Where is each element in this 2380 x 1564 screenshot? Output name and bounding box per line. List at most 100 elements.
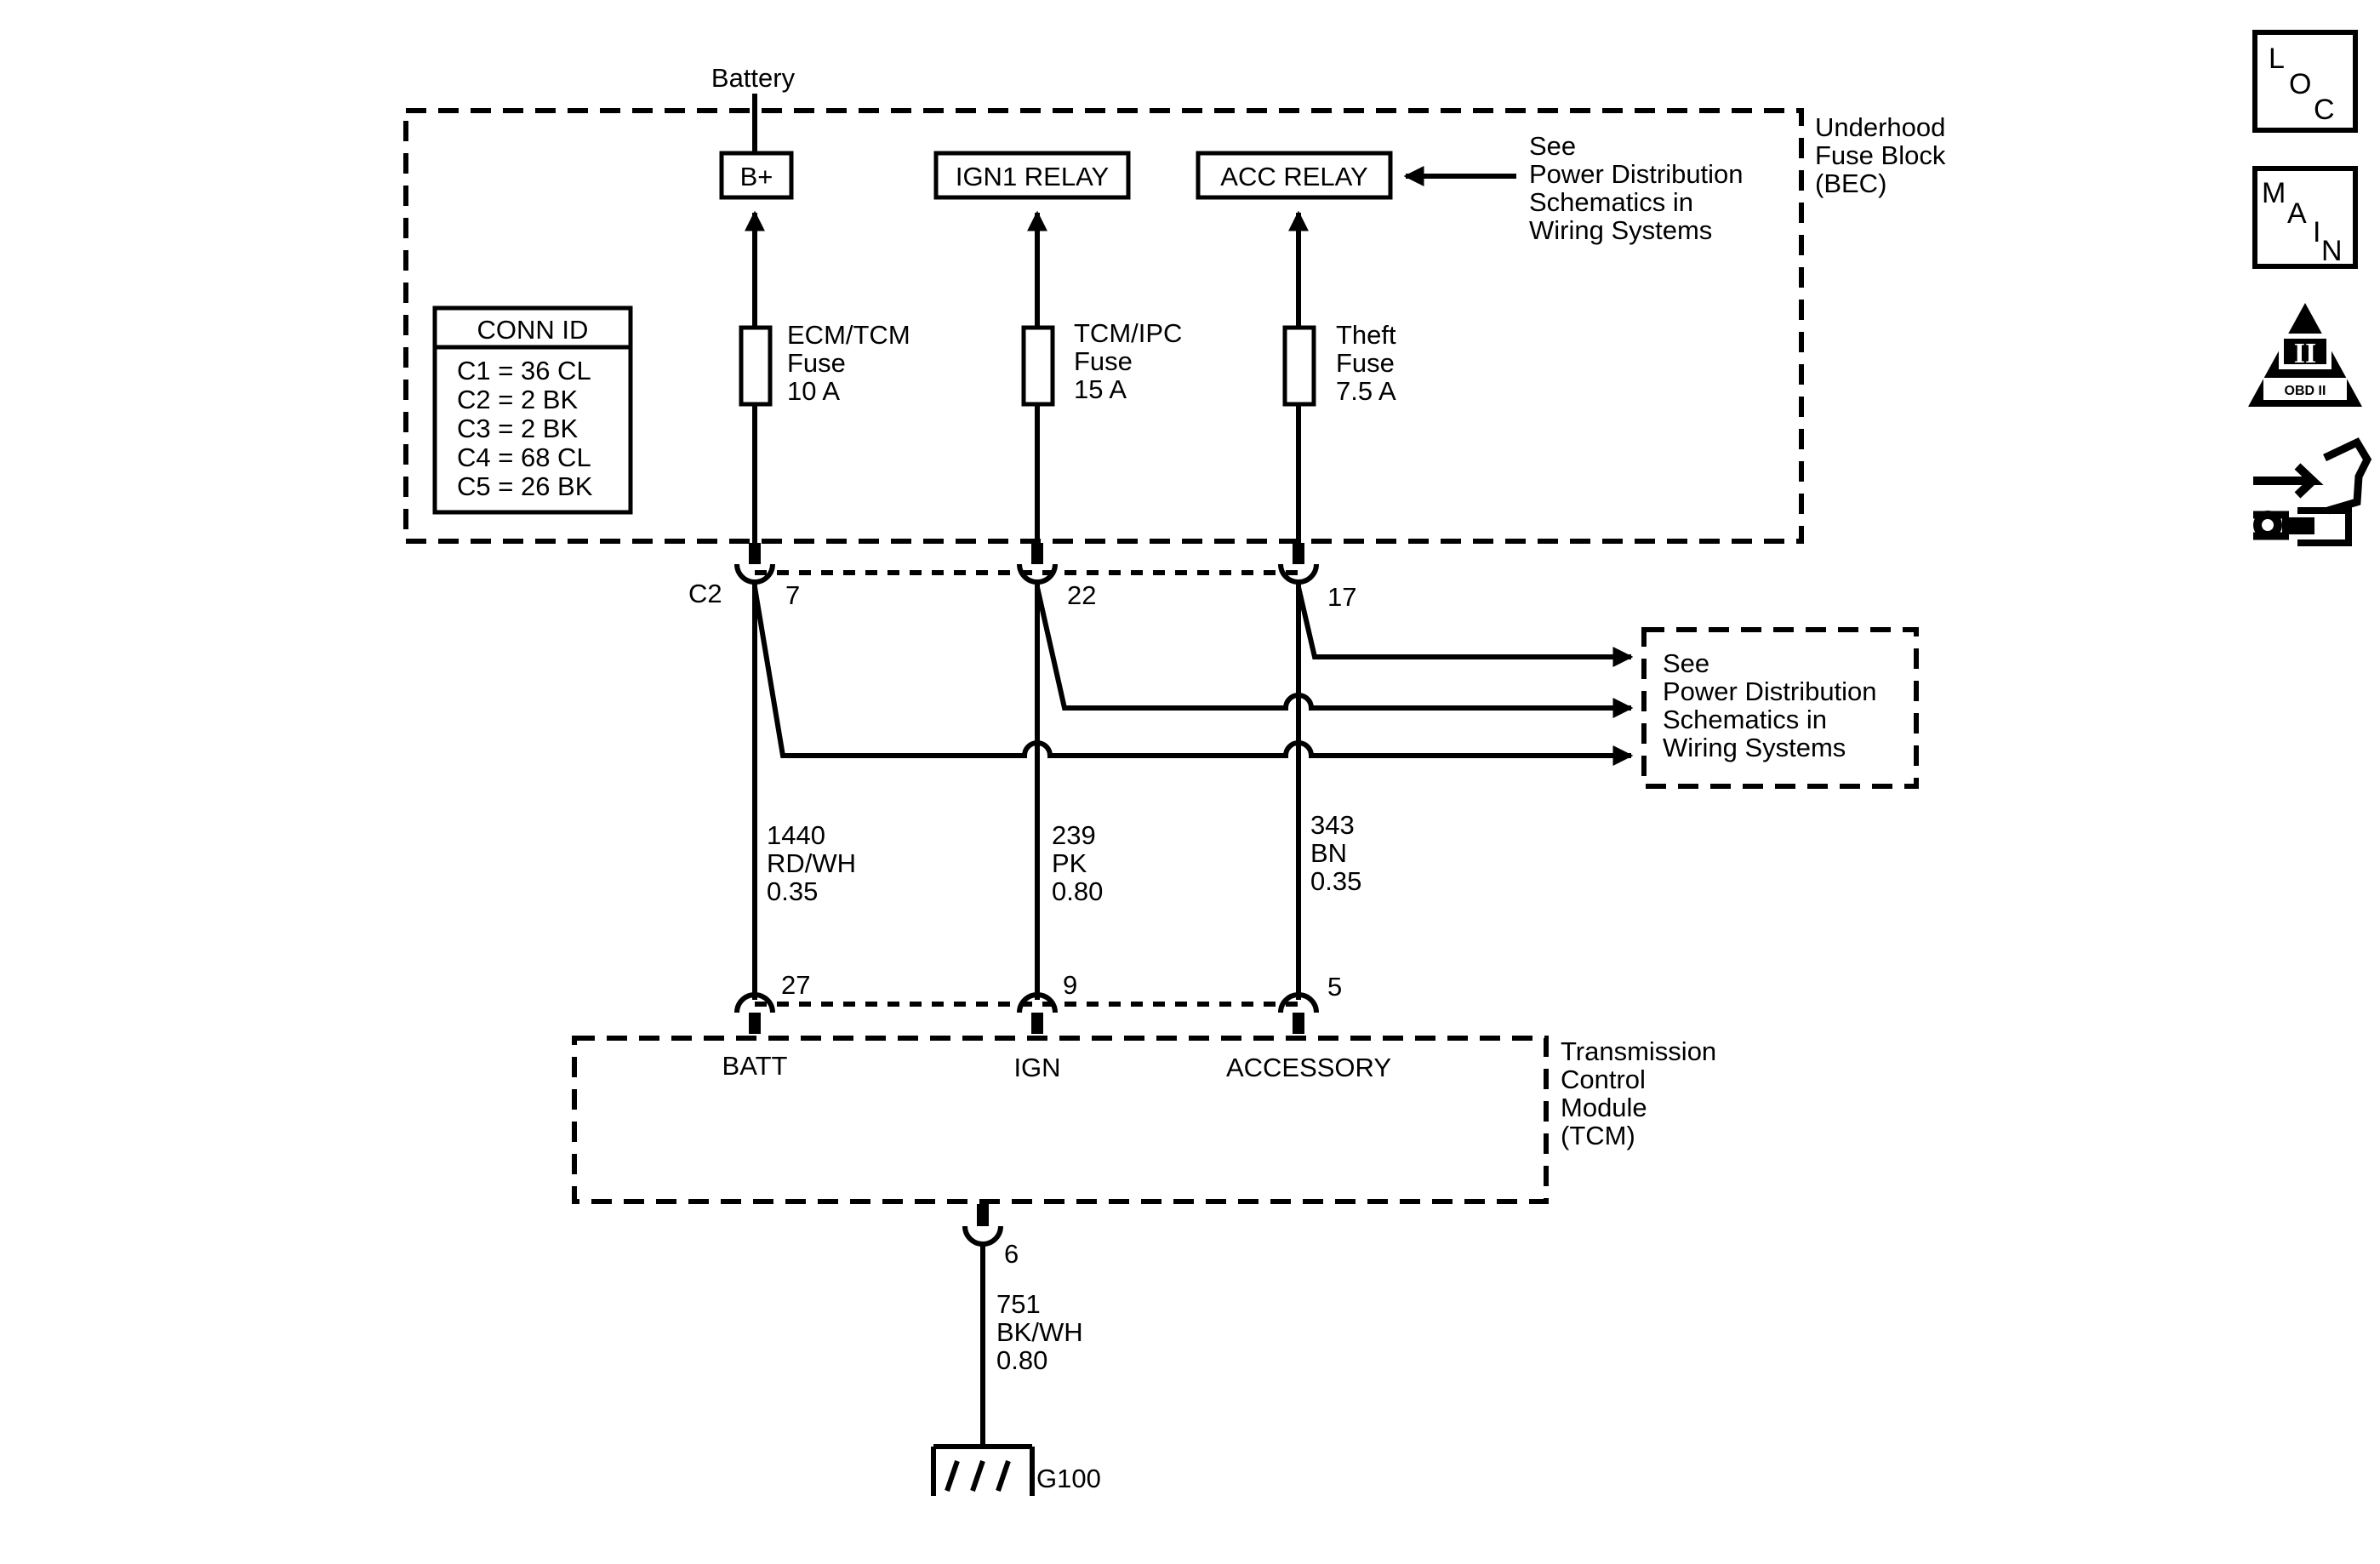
svg-text:15 A: 15 A: [1074, 374, 1127, 404]
conn-id-row: C3 = 2 BK: [457, 414, 578, 443]
svg-text:Schematics in: Schematics in: [1529, 187, 1693, 217]
svg-text:See: See: [1529, 131, 1576, 161]
svg-text:Fuse: Fuse: [787, 348, 846, 378]
tcm-pin-9: 9: [1063, 970, 1077, 1000]
conn-id-row: C1 = 36 CL: [457, 356, 591, 385]
fuse-ecm-tcm-label: ECM/TCM Fuse 10 A: [787, 320, 910, 406]
svg-text:A: A: [2287, 197, 2307, 230]
connector-repair-icon[interactable]: [2253, 437, 2372, 546]
c2-pin-17: 17: [1327, 582, 1356, 612]
fuse-block-see-note: See Power Distribution Schematics in Wir…: [1529, 131, 1744, 245]
fuse-theft-label: Theft Fuse 7.5 A: [1336, 320, 1396, 406]
tcm-pin-27: 27: [781, 970, 810, 1000]
svg-text:Fuse Block: Fuse Block: [1815, 140, 1946, 170]
conn-id-table: CONN ID C1 = 36 CL C2 = 2 BK C3 = 2 BK C…: [432, 305, 633, 515]
wire-239-label: 239 PK 0.80: [1052, 820, 1103, 906]
svg-text:7.5 A: 7.5 A: [1336, 376, 1396, 406]
fuse-tcm-ipc-label: TCM/IPC Fuse 15 A: [1074, 318, 1182, 404]
tcm-ground-pin-number: 6: [1004, 1239, 1019, 1269]
ign1-relay-terminal: IGN1 RELAY: [933, 151, 1131, 200]
fuse-block-title: Underhood Fuse Block (BEC): [1815, 112, 1946, 198]
conn-id-row: C2 = 2 BK: [457, 385, 578, 414]
svg-text:O: O: [2289, 68, 2311, 100]
tcm-terminal-batt: BATT: [722, 1051, 788, 1081]
branch-batt: [752, 586, 1634, 766]
svg-text:239: 239: [1052, 820, 1096, 850]
svg-text:I: I: [2313, 216, 2320, 248]
conn-id-row: C5 = 26 BK: [457, 471, 593, 501]
obd-ii-label: OBD II: [2285, 384, 2326, 398]
svg-text:BN: BN: [1310, 838, 1347, 868]
svg-text:0.35: 0.35: [1310, 866, 1361, 896]
acc-relay-terminal: ACC RELAY: [1196, 151, 1393, 200]
power-distribution-note: See Power Distribution Schematics in Wir…: [1663, 648, 1877, 762]
svg-text:0.80: 0.80: [1052, 876, 1103, 906]
svg-text:343: 343: [1310, 810, 1355, 840]
svg-text:M: M: [2262, 177, 2286, 209]
ground-label: G100: [1036, 1464, 1101, 1493]
svg-text:(BEC): (BEC): [1815, 168, 1886, 198]
connector-c2-pins: [734, 543, 1319, 585]
power-distribution-note-box: [1641, 627, 1919, 789]
svg-text:0.35: 0.35: [767, 876, 818, 906]
svg-text:ACC RELAY: ACC RELAY: [1220, 162, 1367, 191]
conn-id-header: CONN ID: [477, 315, 589, 345]
connector-c2-label: C2: [688, 579, 722, 608]
fuse-ecm-tcm: [739, 325, 773, 407]
svg-text:1440: 1440: [767, 820, 825, 850]
svg-text:Schematics in: Schematics in: [1663, 705, 1827, 734]
svg-text:Theft: Theft: [1336, 320, 1396, 350]
battery-label: Battery: [711, 63, 796, 93]
svg-text:Fuse: Fuse: [1336, 348, 1395, 378]
fuse-theft: [1282, 325, 1316, 407]
tcm-title: Transmission Control Module (TCM): [1561, 1036, 1716, 1150]
svg-text:L: L: [2269, 43, 2285, 75]
svg-text:IGN1 RELAY: IGN1 RELAY: [956, 162, 1109, 191]
svg-text:B+: B+: [740, 162, 773, 191]
branch-theft: [1296, 586, 1634, 667]
wire-343-label: 343 BN 0.35: [1310, 810, 1361, 896]
svg-text:TCM/IPC: TCM/IPC: [1074, 318, 1182, 348]
tcm-terminal-ign: IGN: [1013, 1053, 1060, 1082]
underhood-fuse-block-boundary: [403, 108, 1804, 544]
svg-text:II: II: [2294, 338, 2316, 369]
branch-ign: [1035, 586, 1634, 718]
svg-text:Module: Module: [1561, 1093, 1647, 1122]
bplus-terminal: B+: [719, 151, 794, 200]
tcm-terminal-accessory: ACCESSORY: [1226, 1053, 1391, 1082]
tcm-ground-pin: [962, 1204, 1003, 1247]
svg-text:Power Distribution: Power Distribution: [1529, 159, 1744, 189]
svg-text:Transmission: Transmission: [1561, 1036, 1716, 1066]
c2-pin-22: 22: [1067, 580, 1096, 610]
svg-text:ECM/TCM: ECM/TCM: [787, 320, 910, 350]
ground-symbol: [931, 1444, 1035, 1496]
svg-text:Power Distribution: Power Distribution: [1663, 676, 1877, 706]
c2-pin-7: 7: [785, 580, 800, 610]
obd-ii-icon[interactable]: II OBD II: [2248, 303, 2362, 407]
svg-text:See: See: [1663, 648, 1709, 678]
svg-text:Underhood: Underhood: [1815, 112, 1945, 142]
fuse-tcm-ipc: [1021, 325, 1055, 407]
conn-id-row: C4 = 68 CL: [457, 442, 591, 472]
svg-text:Control: Control: [1561, 1065, 1646, 1094]
svg-text:Wiring Systems: Wiring Systems: [1529, 215, 1712, 245]
svg-text:10 A: 10 A: [787, 376, 840, 406]
svg-text:BK/WH: BK/WH: [996, 1317, 1083, 1347]
main-icon[interactable]: M A I N: [2252, 166, 2358, 269]
svg-text:PK: PK: [1052, 848, 1087, 878]
loc-icon[interactable]: L O C: [2252, 30, 2358, 133]
svg-text:0.80: 0.80: [996, 1345, 1047, 1375]
svg-text:751: 751: [996, 1289, 1041, 1319]
wire-751-label: 751 BK/WH 0.80: [996, 1289, 1083, 1375]
tcm-connector-pins: [734, 992, 1319, 1034]
svg-text:Fuse: Fuse: [1074, 346, 1133, 376]
svg-text:N: N: [2321, 235, 2343, 267]
wire-1440-label: 1440 RD/WH 0.35: [767, 820, 856, 906]
svg-text:Wiring Systems: Wiring Systems: [1663, 733, 1846, 762]
svg-text:C: C: [2314, 94, 2335, 126]
tcm-module-boundary: [572, 1036, 1549, 1204]
svg-text:RD/WH: RD/WH: [767, 848, 856, 878]
tcm-pin-5: 5: [1327, 972, 1342, 1002]
svg-text:(TCM): (TCM): [1561, 1121, 1635, 1150]
